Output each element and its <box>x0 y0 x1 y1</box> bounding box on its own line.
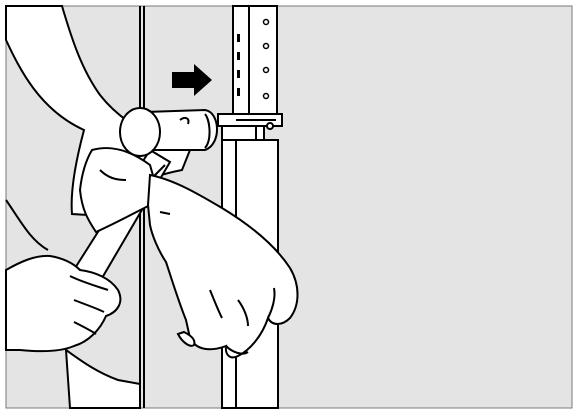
vertical-post <box>233 6 277 116</box>
